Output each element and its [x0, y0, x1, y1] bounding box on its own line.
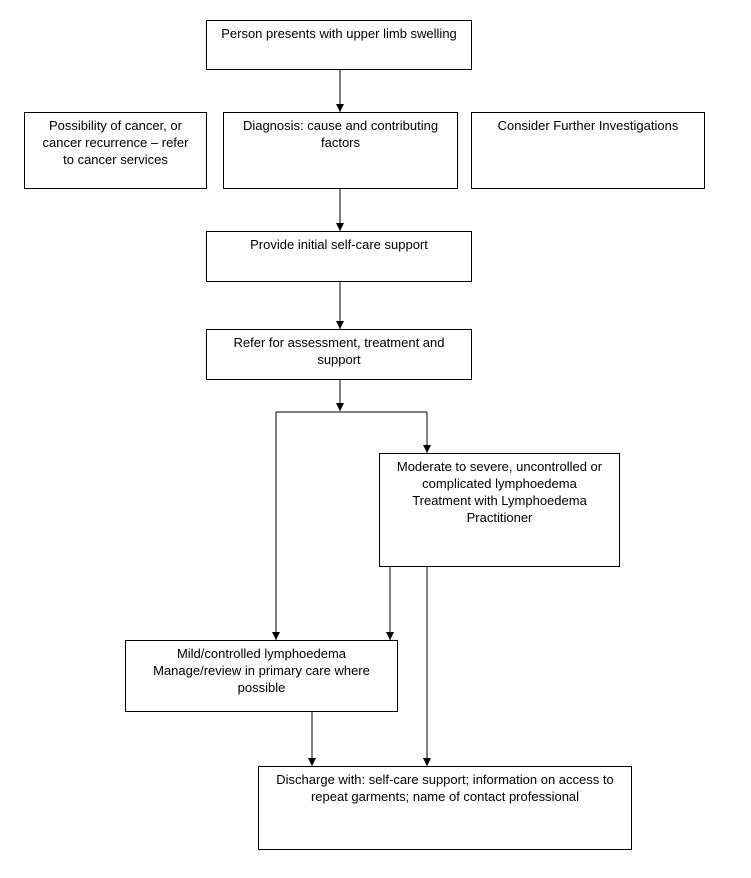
node-refer-assessment-line-1: Refer for assessment, treatment and [233, 335, 445, 350]
node-mild-controlled-line-1: Mild/controlled lymphoedema [176, 646, 347, 661]
node-cancer-referral: Possibility of cancer, or cancer recurre… [24, 112, 207, 189]
node-further-investigations: Consider Further Investigations [471, 112, 705, 189]
node-moderate-severe-line-4: Practitioner [466, 510, 533, 525]
node-diagnosis: Diagnosis: cause and contributing factor… [223, 112, 458, 189]
node-presents-line-1: Person presents with upper limb swelling [221, 26, 457, 41]
node-discharge-line-2: repeat garments; name of contact profess… [310, 789, 580, 804]
node-mild-controlled: Mild/controlled lymphoedema Manage/revie… [125, 640, 398, 712]
node-moderate-severe-line-1: Moderate to severe, uncontrolled or [396, 459, 603, 474]
node-refer-assessment: Refer for assessment, treatment and supp… [206, 329, 472, 380]
node-moderate-severe-line-3: Treatment with Lymphoedema [412, 493, 587, 508]
node-discharge: Discharge with: self-care support; infor… [258, 766, 632, 850]
node-self-care: Provide initial self-care support [206, 231, 472, 282]
node-moderate-severe: Moderate to severe, uncontrolled or comp… [379, 453, 620, 567]
node-cancer-referral-line-1: Possibility of cancer, or [49, 118, 182, 133]
node-discharge-line-1: Discharge with: self-care support; infor… [276, 772, 614, 787]
node-self-care-line-1: Provide initial self-care support [250, 237, 428, 252]
node-diagnosis-line-1: Diagnosis: cause and contributing [242, 118, 439, 133]
node-refer-assessment-line-2: support [317, 352, 361, 367]
node-cancer-referral-line-2: cancer recurrence – refer [42, 135, 189, 150]
node-diagnosis-line-2: factors [320, 135, 360, 150]
node-presents: Person presents with upper limb swelling [206, 20, 472, 70]
node-mild-controlled-line-2: Manage/review in primary care where [153, 663, 370, 678]
node-moderate-severe-line-2: complicated lymphoedema [422, 476, 577, 491]
node-cancer-referral-line-3: to cancer services [63, 152, 168, 167]
node-further-investigations-line-1: Consider Further Investigations [497, 118, 679, 133]
node-mild-controlled-line-3: possible [237, 680, 286, 695]
